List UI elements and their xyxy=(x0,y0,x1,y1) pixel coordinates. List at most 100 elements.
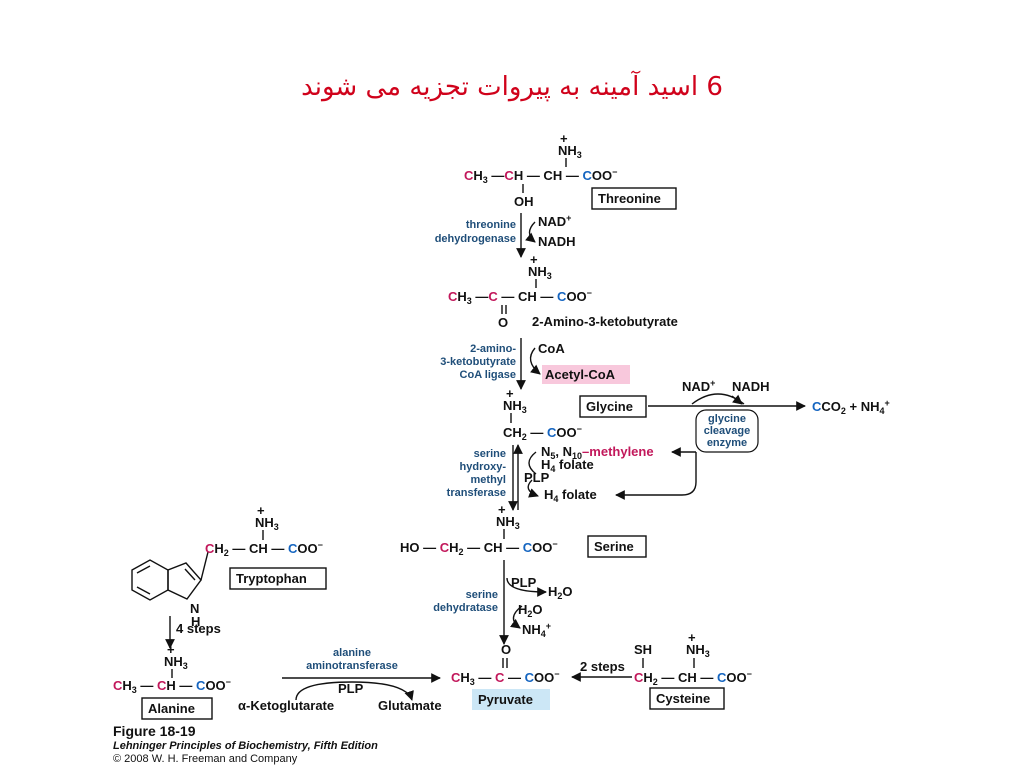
svg-text:NH3: NH3 xyxy=(496,514,520,531)
enzyme-shmt-3: methyl xyxy=(471,474,506,486)
co2-nh4-products: CCO2 + NH4+ xyxy=(812,398,890,416)
svg-text:+: + xyxy=(506,386,514,401)
plp-dehydratase: PLP xyxy=(511,575,537,590)
enzyme-threonine-dehydrogenase-1: threonine xyxy=(466,219,516,231)
glycine-structure: + NH3 CH2 — COO− xyxy=(503,386,582,442)
svg-text:CH2 — COO−: CH2 — COO− xyxy=(503,424,582,442)
threonine-structure: + NH3 CH3 —CH — CH — COO− OH xyxy=(464,131,617,209)
ketobutyrate-label: 2-Amino-3-ketobutyrate xyxy=(532,314,678,329)
h4-folate-bottom: H4 folate xyxy=(544,487,597,504)
pyruvate-label: Pyruvate xyxy=(478,692,533,707)
slide-title: 6 اسید آمینه به پیروات تجزیه می شوند xyxy=(301,72,723,102)
alanine-label: Alanine xyxy=(148,701,195,716)
h2o-reactant: H2O xyxy=(518,602,543,619)
svg-text:O: O xyxy=(498,315,508,330)
cofactor-curve-3a xyxy=(528,451,537,475)
svg-text:CH2 — CH — COO−: CH2 — CH — COO− xyxy=(634,669,752,687)
cysteine-structure: SH + NH3 CH2 — CH — COO− xyxy=(634,630,752,687)
svg-text:N: N xyxy=(190,601,199,616)
threonine-label-text: Threonine xyxy=(598,191,661,206)
enzyme-shmt-4: transferase xyxy=(447,487,506,499)
acetyl-coa-label: Acetyl-CoA xyxy=(545,367,616,382)
n5-n10-methylene: N5, N10–methylene xyxy=(541,444,654,461)
book-citation: Lehninger Principles of Biochemistry, Fi… xyxy=(113,740,378,752)
enzyme-shmt-2: hydroxy- xyxy=(460,461,507,473)
enzyme-serine-dehydratase-1: serine xyxy=(466,589,498,601)
svg-text:+: + xyxy=(167,642,175,657)
svg-text:HO — CH2 — CH — COO−: HO — CH2 — CH — COO− xyxy=(400,539,558,557)
enzyme-alt-2: aminotransferase xyxy=(306,660,398,672)
tryptophan-label: Tryptophan xyxy=(236,571,307,586)
alanine-box xyxy=(141,697,213,720)
indole-pyrrole-ring xyxy=(167,562,202,600)
amino-group: NH3 xyxy=(558,143,582,160)
enzyme-alt-1: alanine xyxy=(333,647,371,659)
svg-text:CH3 —C — CH — COO−: CH3 —C — CH — COO− xyxy=(448,288,592,306)
enzyme-shmt-1: serine xyxy=(474,448,506,460)
plp-shmt: PLP xyxy=(524,470,550,485)
plus-charge: + xyxy=(560,131,568,146)
cysteine-box xyxy=(649,687,725,710)
enzyme-threonine-dehydrogenase-2: dehydrogenase xyxy=(435,233,516,245)
pyruvate-highlight xyxy=(472,689,550,710)
threonine-box xyxy=(591,187,677,210)
serine-structure: + NH3 HO — CH2 — CH — COO− xyxy=(400,502,558,557)
svg-text:H: H xyxy=(191,614,200,629)
ketoglutarate-glutamate-curve xyxy=(295,681,414,701)
acetyl-coa-highlight xyxy=(542,365,630,384)
figure-number: Figure 18-19 xyxy=(113,723,196,739)
enzyme-serine-dehydratase-2: dehydratase xyxy=(433,602,498,614)
svg-text:+: + xyxy=(498,502,506,517)
nh4-product: NH4+ xyxy=(522,621,551,639)
nad-plus-glycine: NAD+ xyxy=(682,378,715,394)
svg-text:+: + xyxy=(257,503,265,518)
copyright-notice: © 2008 W. H. Freeman and Company xyxy=(113,753,298,765)
glutamate: Glutamate xyxy=(378,698,442,713)
svg-text:O: O xyxy=(501,642,511,657)
glycine-box xyxy=(579,395,647,418)
nadh: NADH xyxy=(538,234,576,249)
svg-text:CH3 — C — COO−: CH3 — C — COO− xyxy=(451,669,560,687)
coa: CoA xyxy=(538,341,565,356)
cofactor-curve-3b xyxy=(527,479,539,498)
enzyme-ligase-2: 3-ketobutyrate xyxy=(440,356,516,368)
enzyme-ligase-3: CoA ligase xyxy=(460,369,516,381)
cofactor-curve-2 xyxy=(529,347,541,375)
threonine-backbone: CH3 —CH — CH — COO− xyxy=(464,167,617,185)
nad-plus: NAD+ xyxy=(538,213,571,229)
alanine-structure: + NH3 CH3 — CH — COO− xyxy=(113,642,231,695)
cofactor-curve-4a xyxy=(506,577,547,597)
alpha-ketoglutarate: α-Ketoglutarate xyxy=(238,698,334,713)
enzyme-glycine-cleavage-1: glycine xyxy=(708,413,746,425)
four-steps-label: 4 steps xyxy=(176,621,221,636)
serine-label: Serine xyxy=(594,539,634,554)
nadh-glycine: NADH xyxy=(732,379,770,394)
svg-text:NH3: NH3 xyxy=(503,398,527,415)
enzyme-glycine-cleavage-3: enzyme xyxy=(707,437,747,449)
svg-text:CH2 — CH — COO−: CH2 — CH — COO− xyxy=(205,540,323,558)
svg-text:NH3: NH3 xyxy=(255,515,279,532)
glycine-cleavage-loop xyxy=(695,409,759,453)
enzyme-ligase-1: 2-amino- xyxy=(470,343,516,355)
threonine-label: Threonine xyxy=(591,187,677,210)
svg-text:NH3: NH3 xyxy=(528,264,552,281)
svg-text:+: + xyxy=(530,252,538,267)
ketobutyrate-structure: + NH3 CH3 —C — CH — COO− O xyxy=(448,252,592,330)
cysteine-label: Cysteine xyxy=(656,691,710,706)
svg-text:+: + xyxy=(688,630,696,645)
cofactor-curve-4b xyxy=(509,605,523,629)
tryptophan-structure: N H + NH3 CH2 — CH — COO− xyxy=(131,503,323,629)
glycine-label: Glycine xyxy=(586,399,633,414)
enzyme-glycine-cleavage-2: cleavage xyxy=(704,425,750,437)
svg-text:NH3: NH3 xyxy=(686,642,710,659)
svg-text:SH: SH xyxy=(634,642,652,657)
folate-return-arrow xyxy=(615,452,697,500)
two-steps-label: 2 steps xyxy=(580,659,625,674)
svg-text:NH3: NH3 xyxy=(164,654,188,671)
serine-box xyxy=(587,535,647,558)
svg-text:CH3 — CH — COO−: CH3 — CH — COO− xyxy=(113,677,231,695)
pyruvate-structure: O CH3 — C — COO− xyxy=(451,642,560,687)
hydroxyl-group: OH xyxy=(514,194,534,209)
